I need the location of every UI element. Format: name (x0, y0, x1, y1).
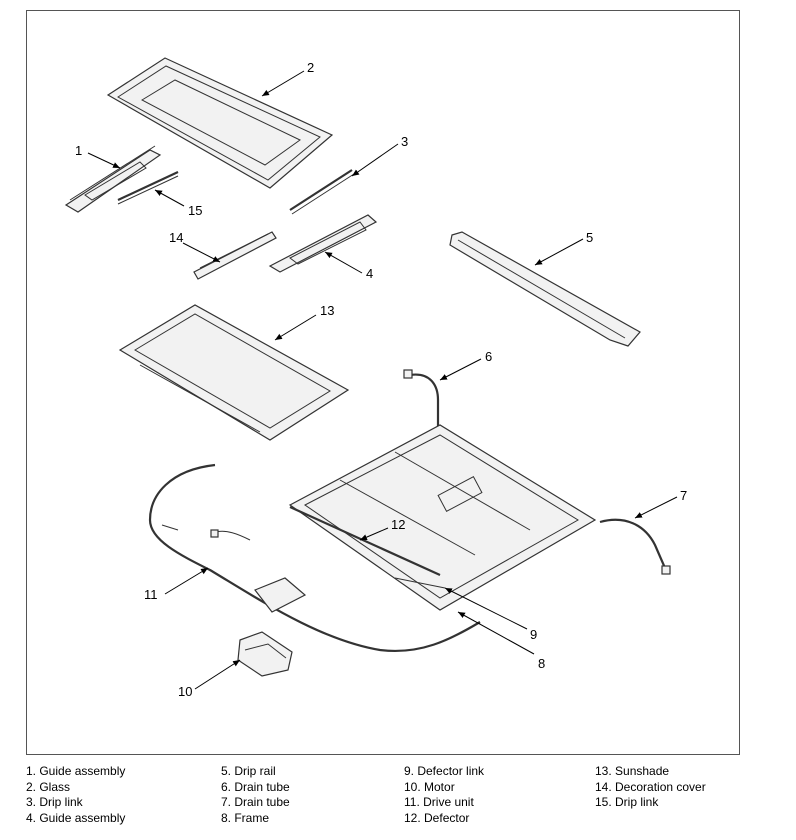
callout-11: 11 (144, 587, 158, 602)
legend-item: 5. Drip rail (221, 764, 276, 778)
callout-8: 8 (538, 656, 545, 671)
drip-link-left-part (117, 171, 179, 205)
legend-item: 14. Decoration cover (595, 779, 706, 794)
callout-7: 7 (680, 488, 687, 503)
callout-2: 2 (307, 60, 314, 75)
motor-part (237, 631, 293, 677)
legend-item: 13. Sunshade (595, 764, 670, 778)
decoration-cover-part (193, 231, 277, 280)
legend-item: 7. Drain tube (221, 795, 290, 809)
defector-part (289, 505, 441, 577)
legend-column-3: 9. Defector link 10. Motor 11. Drive uni… (404, 764, 484, 826)
callout-leaders (87, 70, 678, 690)
diagram-frame (26, 10, 740, 755)
callout-3: 3 (401, 134, 408, 149)
glass-part (106, 57, 334, 189)
callout-15: 15 (188, 203, 202, 218)
legend-item: 1. Guide assembly (26, 764, 126, 778)
callout-6: 6 (485, 349, 492, 364)
drive-unit-part (148, 463, 481, 652)
callout-4: 4 (366, 266, 373, 281)
legend-column-2: 5. Drip rail 6. Drain tube 7. Drain tube… (221, 764, 290, 826)
legend-item: 2. Glass (26, 779, 71, 794)
legend-item: 11. Drive unit (404, 795, 474, 809)
legend-item: 4. Guide assembly (26, 810, 126, 825)
legend-item: 12. Defector (404, 810, 470, 825)
guide-assembly-right-part (268, 214, 378, 273)
legend-item: 10. Motor (404, 779, 455, 794)
frame-part (288, 424, 597, 611)
legend-item: 8. Frame (221, 810, 270, 825)
callout-12: 12 (391, 517, 405, 532)
callout-9: 9 (530, 627, 537, 642)
legend-item: 6. Drain tube (221, 779, 290, 794)
legend-column-4: 13. Sunshade 14. Decoration cover 15. Dr… (595, 764, 706, 811)
guide-assembly-left-part (64, 145, 162, 213)
legend-column-1: 1. Guide assembly 2. Glass 3. Drip link … (26, 764, 125, 826)
callout-5: 5 (586, 230, 593, 245)
callout-10: 10 (178, 684, 192, 699)
callout-14: 14 (169, 230, 183, 245)
legend-item: 9. Defector link (404, 764, 485, 778)
drip-link-right-part (289, 169, 355, 215)
legend-item: 3. Drip link (26, 795, 83, 809)
drain-tube-front-right-part (403, 369, 440, 432)
callout-13: 13 (320, 303, 334, 318)
defector-link-part (394, 577, 446, 589)
drip-rail-part (449, 231, 641, 347)
drain-tube-rear-right-part (599, 518, 671, 575)
sunshade-part (118, 304, 350, 441)
legend-item: 15. Drip link (595, 795, 659, 809)
callout-1: 1 (75, 143, 82, 158)
